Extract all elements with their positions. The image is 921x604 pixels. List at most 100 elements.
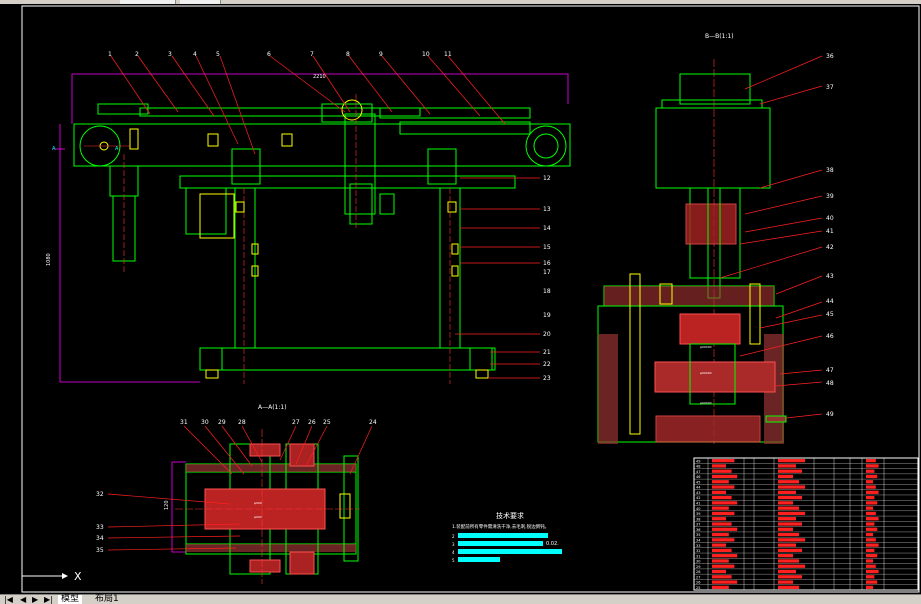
- table-cell-text: [866, 559, 873, 563]
- table-cell-text: [778, 464, 796, 468]
- table-cell-text: [712, 495, 732, 500]
- section-a-callouts: 31 30 29 28 27 26 25 24 32 33 34 35: [96, 419, 377, 554]
- toolbar-button[interactable]: [180, 0, 221, 4]
- table-cell-text: [712, 517, 726, 521]
- svg-text:27: 27: [292, 419, 300, 426]
- svg-text:15: 15: [543, 244, 551, 251]
- front-view-leaders: [110, 55, 540, 379]
- table-cell-text: [866, 532, 873, 537]
- tab-layout1[interactable]: 布局1: [95, 594, 119, 604]
- width-dimension: 2210: [313, 74, 326, 80]
- svg-text:26: 26: [308, 419, 316, 426]
- table-cell-text: [778, 554, 793, 558]
- svg-text:18: 18: [543, 288, 551, 295]
- table-row-number: 27: [696, 575, 700, 579]
- svg-text:24: 24: [369, 419, 377, 426]
- svg-text:28: 28: [238, 419, 246, 426]
- svg-text:3: 3: [168, 51, 172, 58]
- svg-text:5: 5: [452, 558, 455, 563]
- table-cell-text: [712, 469, 732, 473]
- svg-text:2: 2: [135, 51, 139, 58]
- svg-text:4: 4: [452, 550, 455, 555]
- section-b: B—B(1:1) φ00000 φ00000 φ00000: [597, 33, 787, 444]
- table-cell-text: [866, 585, 873, 589]
- table-cell-text: [866, 501, 878, 505]
- svg-text:47: 47: [826, 367, 834, 374]
- table-cell-text: [778, 522, 802, 526]
- table-cell-text: [866, 580, 878, 584]
- svg-text:46: 46: [826, 333, 834, 340]
- table-cell-text: [712, 564, 735, 568]
- svg-text:1: 1: [108, 51, 112, 58]
- table-cell-text: [866, 517, 879, 521]
- table-cell-text: [712, 506, 729, 510]
- svg-text:23: 23: [543, 375, 551, 382]
- table-cell-text: [866, 506, 873, 510]
- table-cell-text: [866, 554, 878, 558]
- table-cell-text: [778, 506, 799, 510]
- table-cell-text: [866, 469, 875, 473]
- svg-text:16: 16: [543, 260, 551, 267]
- svg-text:19: 19: [543, 312, 551, 319]
- svg-text:17: 17: [543, 269, 551, 276]
- table-cell-text: [778, 480, 799, 484]
- svg-text:41: 41: [826, 228, 834, 235]
- svg-text:2: 2: [452, 534, 455, 539]
- toolbar-button[interactable]: [120, 0, 176, 4]
- next-tab-icon[interactable]: ▶: [32, 595, 39, 604]
- table-cell-text: [866, 474, 878, 479]
- svg-text:35: 35: [96, 547, 104, 554]
- svg-text:3: 3: [452, 542, 455, 547]
- first-tab-icon[interactable]: |◀: [4, 595, 13, 604]
- svg-text:45: 45: [826, 311, 834, 318]
- table-row-number: 39: [696, 512, 700, 516]
- drawing-canvas[interactable]: 2210 1080 A A: [0, 4, 921, 594]
- table-cell-text: [778, 511, 805, 516]
- table-cell-text: [712, 474, 738, 479]
- table-cell-text: [778, 485, 805, 489]
- table-cell-text: [712, 559, 729, 563]
- svg-text:7: 7: [310, 51, 314, 58]
- table-cell-text: [778, 501, 793, 505]
- height-dimension: 1080: [46, 253, 52, 266]
- tech-value: 0.02.: [546, 541, 559, 547]
- table-cell-text: [712, 543, 726, 547]
- table-cell-text: [778, 548, 802, 553]
- table-cell-text: [866, 490, 879, 494]
- table-cell-text: [712, 569, 726, 574]
- table-cell-text: [778, 532, 799, 537]
- svg-text:42: 42: [826, 244, 834, 251]
- section-a-title: A—A(1:1): [258, 404, 287, 411]
- svg-text:X: X: [74, 570, 82, 583]
- table-row-number: 42: [696, 496, 700, 500]
- table-row-number: 41: [696, 502, 700, 506]
- svg-text:φ00000: φ00000: [700, 401, 712, 405]
- drawing-border: [21, 5, 920, 593]
- table-cell-text: [866, 575, 875, 579]
- table-cell-text: [778, 469, 802, 473]
- section-b-leaders: [719, 55, 823, 419]
- ucs-icon: X: [22, 570, 82, 583]
- table-row-number: 40: [696, 507, 700, 511]
- table-row-number: 45: [696, 480, 700, 484]
- svg-text:21: 21: [543, 349, 551, 356]
- table-row-number: 38: [696, 517, 700, 521]
- svg-text:φ00000: φ00000: [700, 371, 712, 375]
- section-a-leaders: [107, 425, 373, 551]
- table-row-number: 35: [696, 533, 700, 537]
- svg-text:30: 30: [201, 419, 209, 426]
- prev-tab-icon[interactable]: ◀: [20, 595, 27, 604]
- svg-text:4: 4: [193, 51, 197, 58]
- table-cell-text: [712, 464, 726, 468]
- table-row-number: 31: [696, 554, 700, 558]
- table-cell-text: [712, 580, 738, 584]
- svg-text:9: 9: [379, 51, 383, 58]
- table-cell-text: [712, 459, 735, 463]
- table-cell-text: [778, 585, 799, 589]
- table-cell-text: [778, 538, 805, 542]
- front-view: 2210 1080 A A: [46, 73, 571, 384]
- tab-model[interactable]: 模型: [58, 595, 83, 604]
- table-row-number: 25: [696, 586, 700, 590]
- last-tab-icon[interactable]: ▶|: [44, 595, 53, 604]
- table-cell-text: [712, 585, 729, 589]
